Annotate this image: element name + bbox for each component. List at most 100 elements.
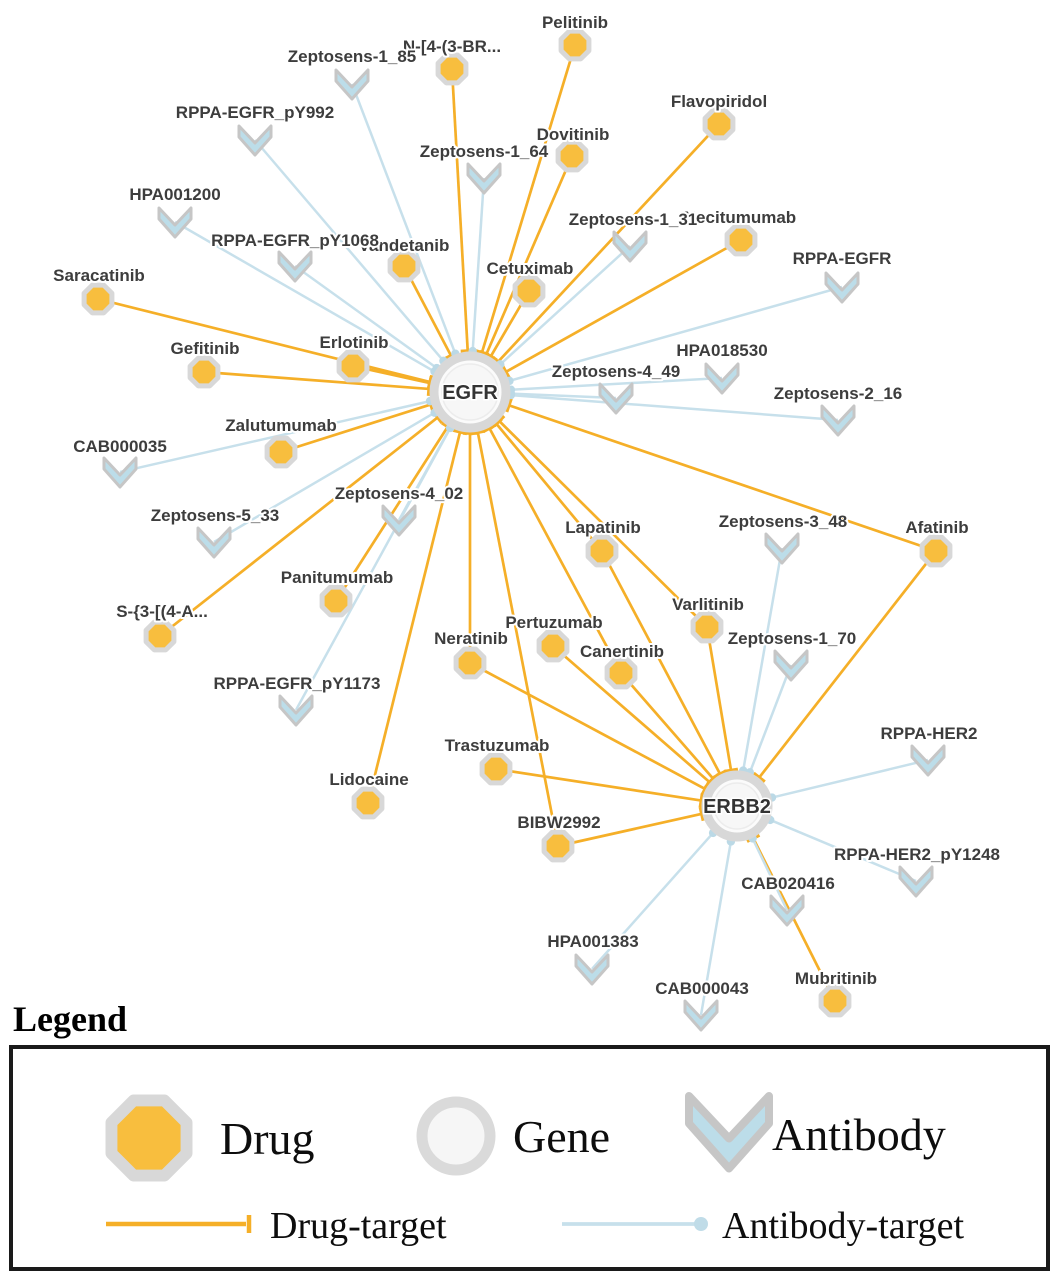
drug-label: Necitumumab <box>684 208 796 227</box>
antibody-label: RPPA-EGFR_pY1068 <box>211 231 379 250</box>
drug-target-edge <box>280 403 432 454</box>
antibody-node[interactable] <box>910 744 946 777</box>
drug-label: S-{3-[(4-A... <box>116 602 208 621</box>
drug-target-edge <box>557 812 703 848</box>
antibody-node[interactable] <box>157 206 193 239</box>
antibody-chevron-icon <box>898 865 934 898</box>
antibody-node[interactable] <box>334 68 370 101</box>
gene-label: ERBB2 <box>703 796 771 818</box>
antibody-node[interactable] <box>466 162 502 195</box>
drug-node[interactable] <box>541 829 575 863</box>
drug-label: Varlitinib <box>672 595 744 614</box>
drug-node[interactable] <box>435 52 469 86</box>
drug-octagon-icon <box>143 619 177 653</box>
antibody-target-edge <box>294 427 452 711</box>
antibody-node[interactable] <box>769 894 805 927</box>
antibody-label: HPA001200 <box>129 185 220 204</box>
drug-target-edge <box>498 419 708 628</box>
drug-node[interactable] <box>336 349 370 383</box>
antibody-node[interactable] <box>598 382 634 415</box>
antibody-label: Zeptosens-5_33 <box>151 506 280 525</box>
drug-label: Trastuzumab <box>445 736 550 755</box>
antibody-node[interactable] <box>102 456 138 489</box>
drug-label: Dovitinib <box>537 125 610 144</box>
antibody-node[interactable] <box>773 649 809 682</box>
antibody-node[interactable] <box>683 999 719 1032</box>
drug-node[interactable] <box>724 223 758 257</box>
drug-node[interactable] <box>555 139 589 173</box>
drug-target-edge <box>159 416 439 638</box>
drug-target-edge <box>476 431 560 847</box>
drug-node[interactable] <box>702 107 736 141</box>
drug-target-edge <box>508 403 937 553</box>
antibody-target-edge <box>350 83 457 355</box>
drug-label: Cetuximab <box>487 259 574 278</box>
drug-node[interactable] <box>453 646 487 680</box>
drug-node[interactable] <box>604 656 638 690</box>
antibody-label: CAB000043 <box>655 979 749 998</box>
drug-node[interactable] <box>351 786 385 820</box>
antibody-legend-icon <box>685 1092 773 1173</box>
drug-target-edge <box>496 123 720 363</box>
gene-legend-icon <box>416 1096 496 1176</box>
drug-target-edge <box>552 644 711 784</box>
antibody-label: HPA018530 <box>676 341 767 360</box>
drug-node[interactable] <box>919 534 953 568</box>
drug-target-edge <box>619 672 715 780</box>
antibody-node[interactable] <box>704 362 740 395</box>
drug-node[interactable] <box>585 534 619 568</box>
drug-label: Vandetanib <box>359 236 450 255</box>
drug-target-edge <box>495 767 702 802</box>
antibody-chevron-icon <box>612 230 648 263</box>
drug-node[interactable] <box>387 249 421 283</box>
antibody-chevron-icon <box>381 504 417 537</box>
antibody-node[interactable] <box>764 532 800 565</box>
antibody-label: RPPA-HER2 <box>881 724 978 743</box>
drug-target-edge <box>485 155 574 355</box>
antibody-node[interactable] <box>381 504 417 537</box>
drug-target-tee <box>470 429 486 436</box>
legend: Legend Drug Gene Antibody Drug-target An… <box>9 999 1050 1271</box>
drug-node[interactable] <box>512 274 546 308</box>
antibody-node[interactable] <box>820 404 856 437</box>
drug-edge-legend-label: Drug-target <box>270 1205 447 1247</box>
antibody-node[interactable] <box>824 271 860 304</box>
drug-target-edge <box>480 44 577 354</box>
antibody-node[interactable] <box>574 953 610 986</box>
gene-node-egfr[interactable]: EGFR <box>429 351 511 433</box>
gene-node-erbb2[interactable]: ERBB2 <box>701 770 773 842</box>
antibody-target-edge <box>748 664 793 773</box>
legend-box <box>9 1045 1050 1271</box>
drug-node[interactable] <box>264 435 298 469</box>
antibody-node[interactable] <box>278 694 314 727</box>
drug-node[interactable] <box>818 984 852 1018</box>
antibody-label: Zeptosens-4_49 <box>552 362 681 381</box>
legend-heading: Legend <box>13 999 127 1039</box>
drug-node[interactable] <box>143 619 177 653</box>
antibody-chevron-icon <box>769 894 805 927</box>
drug-node[interactable] <box>536 629 570 663</box>
antibody-node[interactable] <box>277 250 313 283</box>
drug-target-edge <box>495 422 604 552</box>
antibody-chevron-icon <box>683 999 719 1032</box>
antibody-node[interactable] <box>237 124 273 157</box>
drug-node[interactable] <box>319 584 353 618</box>
antibody-chevron-icon <box>910 744 946 777</box>
antibody-node[interactable] <box>612 230 648 263</box>
drug-node[interactable] <box>187 355 221 389</box>
drug-target-edge <box>758 550 938 779</box>
drug-octagon-icon <box>558 28 592 62</box>
drug-node[interactable] <box>690 610 724 644</box>
antibody-label: RPPA-EGFR_pY992 <box>176 103 334 122</box>
drug-node[interactable] <box>558 28 592 62</box>
antibody-target-edge <box>213 411 436 544</box>
antibody-chevron-icon <box>157 206 193 239</box>
antibody-node[interactable] <box>196 526 232 559</box>
antibody-node[interactable] <box>898 865 934 898</box>
drug-node[interactable] <box>479 752 513 786</box>
drug-node[interactable] <box>81 282 115 316</box>
drug-octagon-icon <box>919 534 953 568</box>
nodes-layer: EGFRERBB2PelitinibN-[4-(3-BR...Dovitinib… <box>51 11 1002 1032</box>
antibody-label: Zeptosens-1_85 <box>288 47 417 66</box>
